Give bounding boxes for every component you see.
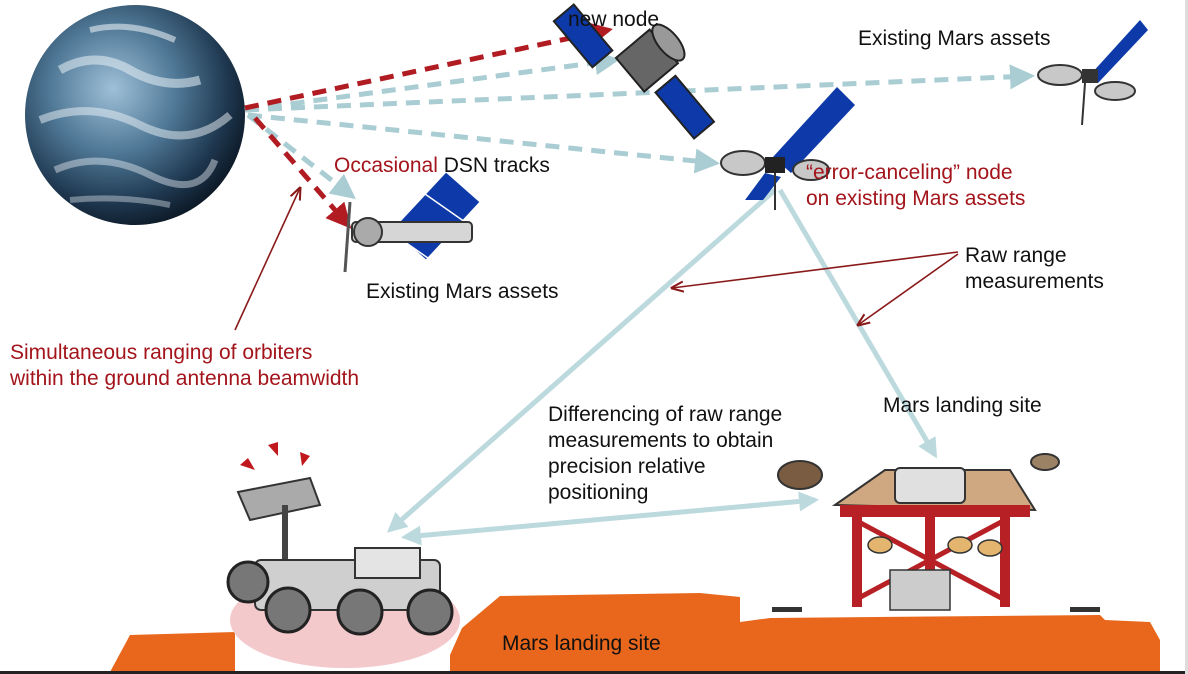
existing-assets-mid-label: Existing Mars assets [366, 280, 559, 303]
error-canceling-line2: on existing Mars assets [806, 187, 1026, 210]
raw-range-line1: Raw range [965, 244, 1067, 267]
annotation-pointers [234, 188, 959, 331]
occasional-dsn-label: Occasional DSN tracks [334, 153, 550, 178]
differencing-line1: Differencing of raw range [548, 403, 783, 426]
dsn-tracks-text: DSN tracks [437, 154, 550, 177]
error-canceling-line1: “error-canceling” node [806, 161, 1013, 184]
lander-icon [772, 453, 1100, 612]
bottom-border [0, 671, 1188, 674]
range-measurement-links [387, 188, 938, 546]
new-node-satellite-icon [552, 3, 716, 140]
rover-icon [226, 442, 460, 668]
existing-assets-top-label: Existing Mars assets [858, 27, 1051, 50]
occasional-word: Occasional [334, 154, 438, 177]
differencing-line2: measurements to obtain [548, 429, 774, 452]
mars-landing-site-ground-label: Mars landing site [502, 632, 661, 655]
raw-range-line2: measurements [965, 270, 1104, 293]
error-canceling-satellite-icon [720, 87, 855, 210]
dsn-links [244, 50, 1035, 200]
simultaneous-ranging-line2: within the ground antenna beamwidth [10, 367, 360, 390]
differencing-line3: precision relative [548, 455, 706, 478]
new-node-label: new node [568, 8, 660, 31]
mars-landing-site-upper-label: Mars landing site [883, 394, 1042, 417]
simultaneous-ranging-line1: Simultaneous ranging of orbiters [10, 341, 313, 364]
mars-ground [110, 593, 1160, 672]
existing-assets-satellite-icon [1037, 20, 1148, 126]
right-border [1185, 0, 1188, 674]
differencing-line4: positioning [548, 481, 649, 504]
earth-globe-icon [25, 5, 245, 225]
simultaneous-ranging-links [244, 21, 613, 229]
existing-assets-mid-satellite-icon [343, 171, 481, 278]
